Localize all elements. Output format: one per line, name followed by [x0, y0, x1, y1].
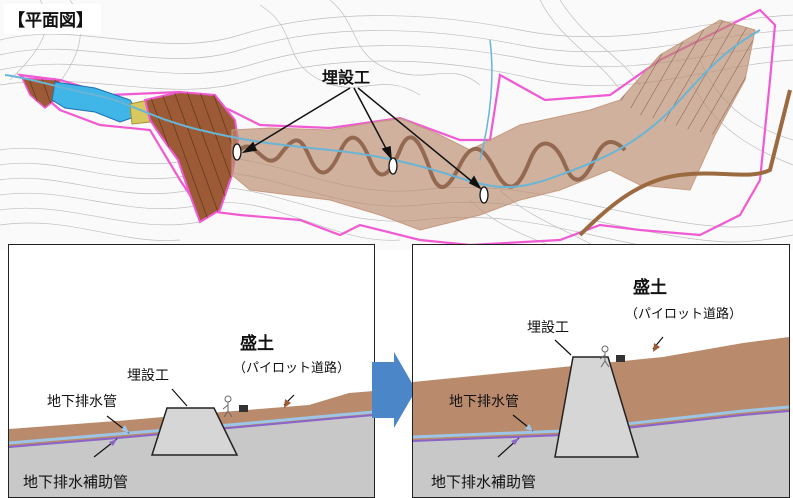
pilot-road-label: （パイロット道路）: [233, 361, 351, 376]
plan-view-map: 【平面図】 埋設工: [0, 0, 793, 251]
stream: [4, 29, 761, 189]
aux-drain-pipe-label: 地下排水補助管: [431, 473, 537, 491]
pilot-road-zigzag: [238, 135, 627, 189]
section-after: 盛土 （パイロット道路） 埋設工 地下排水管 地下排水補助管: [412, 244, 790, 498]
cross-section-before-svg: [9, 388, 374, 497]
transition-arrow-icon: [372, 352, 416, 428]
worker-icon: [222, 395, 233, 418]
pond: [51, 81, 141, 123]
buried-structure-2: [388, 157, 398, 175]
fill-label: 盛土: [633, 278, 667, 298]
drain-pipe: [9, 410, 374, 445]
aux-drain-pipe: [9, 414, 374, 448]
pilot-road-label: （パイロット道路）: [625, 307, 743, 322]
drain-pipe-label: 地下排水管: [449, 394, 519, 410]
section-leaders: [93, 388, 295, 458]
leader-lines: [241, 87, 482, 190]
ground: [9, 415, 374, 497]
yellow-section: [129, 99, 151, 125]
section-before: 盛土 （パイロット道路） 埋設工 地下排水管 地下排水補助管: [8, 244, 375, 498]
cross-section-after-svg: [413, 336, 789, 497]
drain-pipe-label: 地下排水管: [47, 394, 117, 410]
signboard-icon: [616, 355, 625, 362]
buried-structure: [554, 356, 640, 458]
buried-structure: [150, 407, 239, 456]
buried-works-label-plan: 埋設工: [322, 68, 371, 87]
project-boundary: [16, 8, 777, 247]
buried-structure-1: [232, 143, 242, 161]
buried-works-label: 埋設工: [127, 368, 169, 384]
access-road: [578, 89, 792, 237]
buried-works-label: 埋設工: [527, 320, 569, 336]
aux-drain-pipe: [413, 410, 789, 442]
buried-structure-3: [479, 186, 489, 204]
fill-label: 盛土: [240, 334, 274, 354]
signboard-icon: [239, 405, 248, 412]
drain-pipe: [413, 405, 789, 439]
aux-drain-pipe-label: 地下排水補助管: [23, 473, 129, 491]
worker-icon: [599, 345, 610, 368]
plan-view-title: 【平面図】: [4, 4, 101, 34]
section-leaders: [497, 336, 664, 458]
contour-map-svg: [0, 0, 793, 251]
